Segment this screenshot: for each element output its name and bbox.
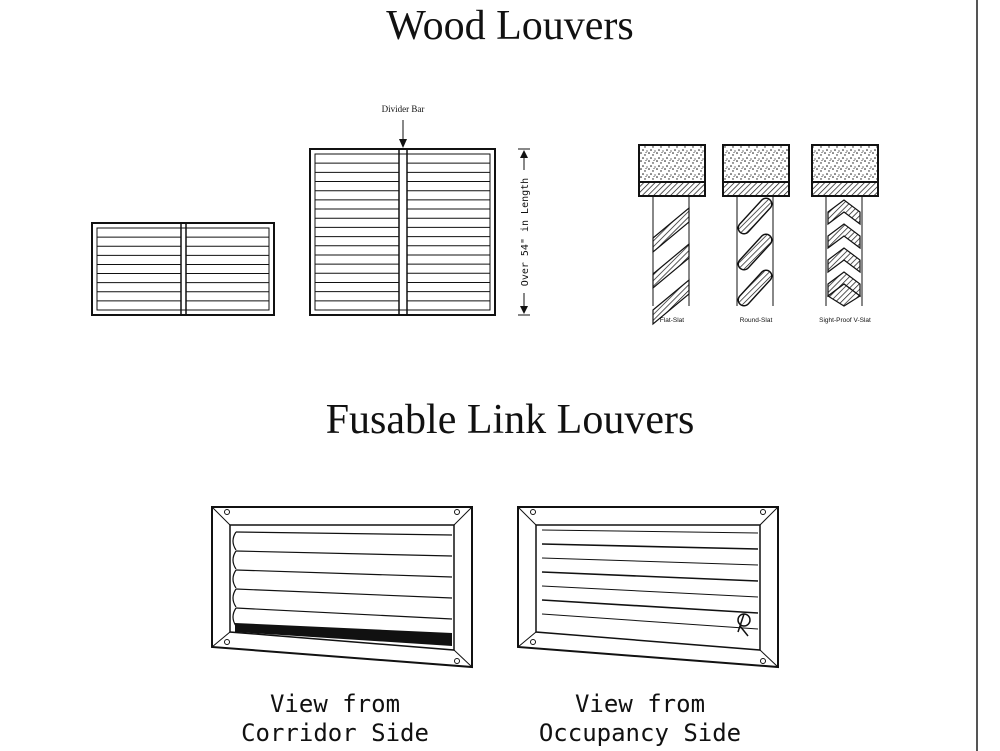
small-wood-louver xyxy=(91,222,275,316)
length-dimension: Over 54" in Length xyxy=(518,148,531,316)
fusible-link-icon xyxy=(737,613,751,637)
divider-arrow-head xyxy=(399,139,407,148)
divider-bar-annotation: Divider Bar xyxy=(382,104,425,148)
blade-curl xyxy=(232,607,237,627)
corridor-caption-line-1: View from xyxy=(269,690,401,718)
louver-blade xyxy=(541,585,759,598)
v-slat xyxy=(827,199,861,226)
louver-blade xyxy=(235,588,453,599)
occupancy-caption-line-1: View from xyxy=(574,690,706,718)
page-right-border xyxy=(976,0,978,751)
slat-profiles: Flat-Slat Round-Slat Sight-Proof V-Slat xyxy=(638,144,879,326)
round-slat xyxy=(739,199,771,233)
louver-blade xyxy=(541,543,759,550)
louver-blade xyxy=(541,529,759,534)
blade-curl xyxy=(232,550,237,570)
flat-slat xyxy=(652,242,690,290)
large-wood-louver xyxy=(309,148,496,316)
corridor-side-louver xyxy=(211,506,473,669)
wood-louvers-title: Wood Louvers xyxy=(386,3,634,49)
occupancy-side-caption: View from Occupancy Side xyxy=(515,690,765,748)
v-slat xyxy=(826,283,862,307)
fusible-link-bar xyxy=(235,623,452,646)
flat-slat xyxy=(652,278,690,326)
corridor-caption-line-2: Corridor Side xyxy=(241,719,429,747)
v-slat xyxy=(827,223,861,250)
profile-cap xyxy=(811,144,879,183)
corridor-side-caption: View from Corridor Side xyxy=(215,690,455,748)
profile-cap xyxy=(638,144,706,183)
louver-blade xyxy=(541,613,759,630)
occupancy-side-louver xyxy=(517,506,779,669)
louver-blade xyxy=(235,550,453,557)
slat-profile-label: Round-Slat xyxy=(740,317,773,324)
blade-curl xyxy=(232,569,237,589)
slat-profile-label: Flat-Slat xyxy=(660,317,684,324)
divider-bar-label: Divider Bar xyxy=(382,104,425,114)
round-slat xyxy=(739,271,771,305)
v-slat xyxy=(827,247,861,274)
profile-base xyxy=(722,181,790,197)
length-label: Over 54" in Length xyxy=(520,178,531,286)
louver-blade xyxy=(541,571,759,582)
louver-blade xyxy=(541,599,759,614)
profile-base xyxy=(811,181,879,197)
occupancy-caption-line-2: Occupancy Side xyxy=(538,719,742,747)
blade-curl xyxy=(232,588,237,608)
slat-profile-2: Round-Slat xyxy=(722,144,790,324)
profile-cap xyxy=(722,144,790,183)
round-slat xyxy=(739,235,771,269)
fusable-link-louvers-title: Fusable Link Louvers xyxy=(325,397,695,443)
slat-profile-1: Flat-Slat xyxy=(638,144,706,326)
louver-blade xyxy=(235,569,453,578)
louver-blade xyxy=(541,557,759,566)
louver-blade xyxy=(235,607,453,620)
flat-slat xyxy=(652,206,690,254)
louver-blade xyxy=(235,531,453,536)
slat-profile-label: Sight-Proof V-Slat xyxy=(819,317,871,324)
slat-profile-3: Sight-Proof V-Slat xyxy=(811,144,879,324)
blade-curl xyxy=(232,531,237,551)
profile-base xyxy=(638,181,706,197)
